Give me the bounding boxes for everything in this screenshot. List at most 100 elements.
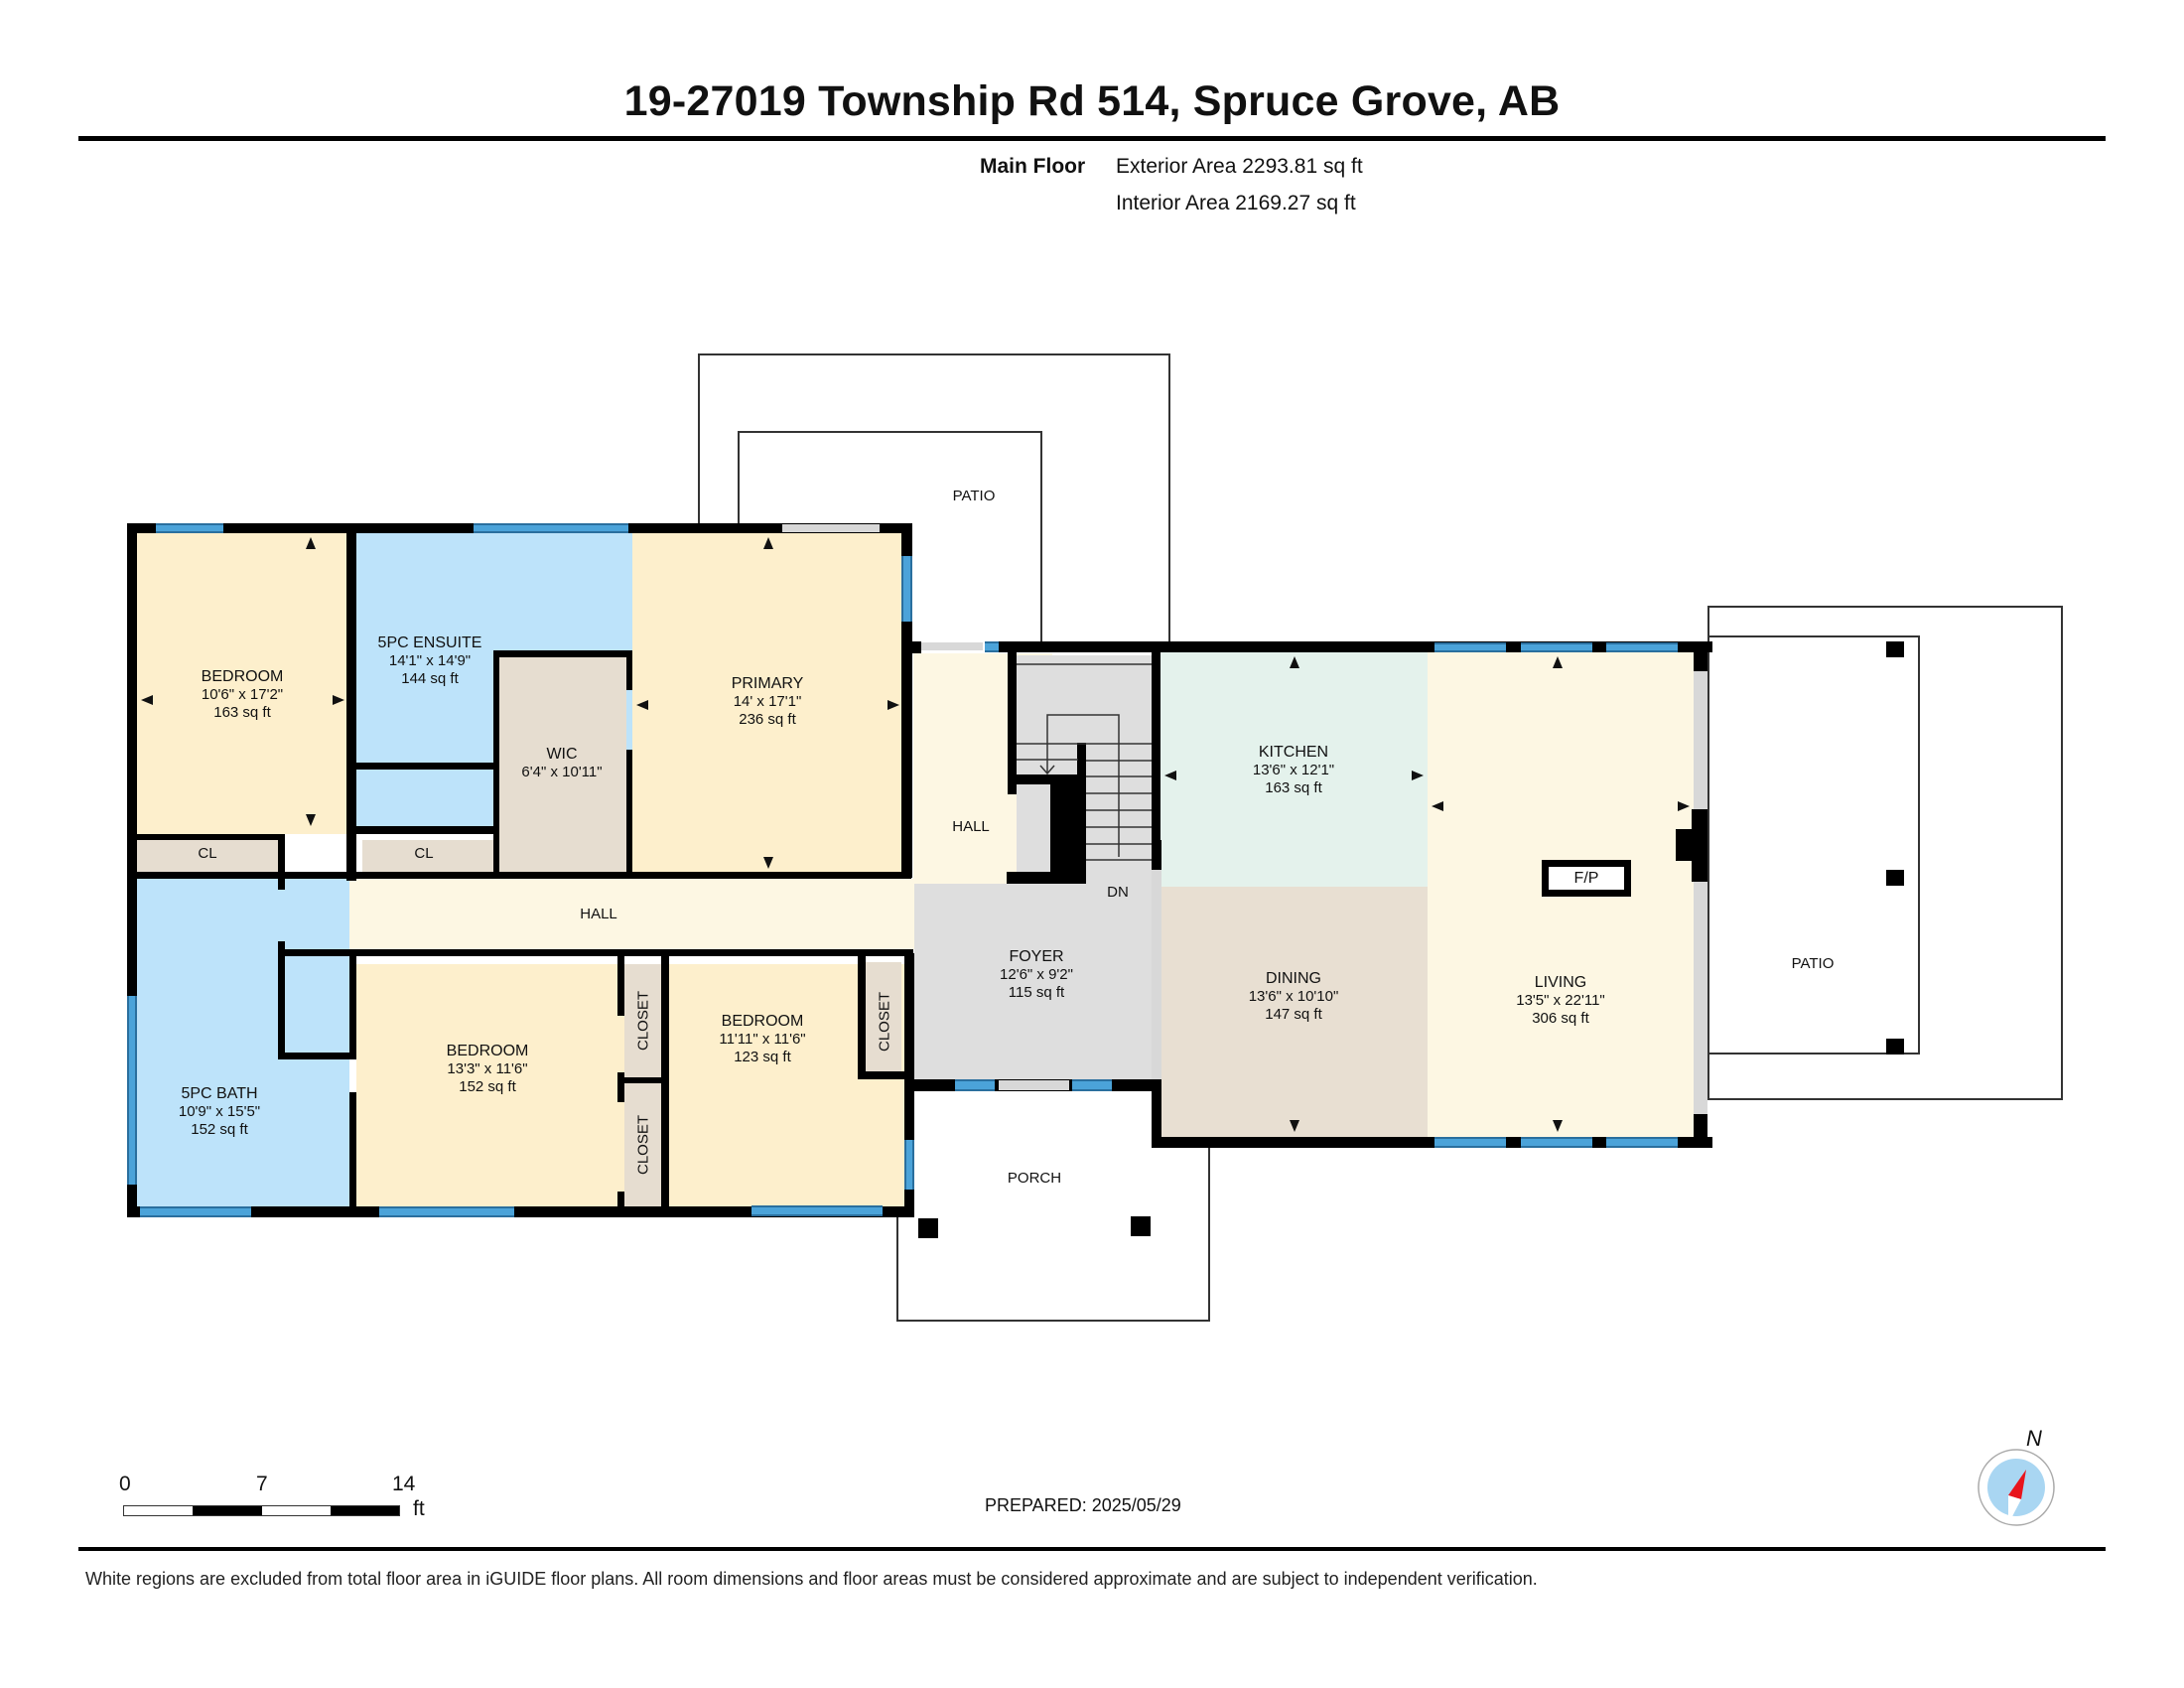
patio-north-label: PATIO	[952, 488, 996, 504]
patio-post	[1886, 1039, 1904, 1055]
label-closet-1: CLOSET	[634, 990, 652, 1052]
label-kitchen: KITCHEN 13'6" x 12'1" 163 sq ft	[1253, 744, 1334, 797]
room-area: 236 sq ft	[739, 711, 796, 728]
label-cl-2: CL	[414, 845, 434, 862]
opening-dining-foyer	[1152, 870, 1161, 1079]
label-closet-2: CLOSET	[634, 1114, 652, 1176]
wall	[1694, 1114, 1707, 1148]
wall	[127, 1206, 914, 1217]
wall	[1676, 829, 1696, 861]
room-area: 115 sq ft	[1008, 984, 1065, 1001]
dimension-arrow-icon	[1553, 656, 1563, 668]
wall	[1152, 1079, 1161, 1148]
wall	[493, 650, 632, 657]
wall	[278, 941, 285, 1055]
sliding-door-east[interactable]	[1694, 882, 1707, 1114]
wall	[858, 956, 866, 1078]
wall	[998, 641, 1712, 652]
room-closet-3	[866, 962, 901, 1071]
room-dims: 13'6" x 10'10"	[1248, 988, 1339, 1005]
room-dims: 13'3" x 11'6"	[447, 1060, 528, 1077]
porch-post	[1131, 1216, 1151, 1236]
scale-bar	[123, 1505, 400, 1516]
room-area: 152 sq ft	[191, 1121, 248, 1138]
wall	[349, 956, 356, 1055]
window	[901, 556, 912, 622]
stairs-drawing	[1017, 663, 1152, 861]
label-bedroom-s1: BEDROOM 13'3" x 11'6" 152 sq ft	[447, 1043, 529, 1096]
window	[1072, 1079, 1112, 1091]
room-closet-2	[624, 1083, 661, 1206]
label-dining: DINING 13'6" x 10'10" 147 sq ft	[1249, 970, 1339, 1024]
label-bath: 5PC BATH 10'9" x 15'5" 152 sq ft	[179, 1085, 260, 1139]
window	[127, 996, 137, 1185]
window	[904, 1140, 914, 1190]
room-kitchen	[1160, 652, 1428, 887]
room-dims: 13'6" x 12'1"	[1252, 762, 1335, 778]
room-dims: 10'9" x 15'5"	[178, 1103, 261, 1120]
room-dims: 13'5" x 22'11"	[1516, 992, 1605, 1009]
label-hall-north: HALL	[952, 818, 990, 835]
fireplace	[1542, 860, 1631, 897]
room-dining	[1160, 887, 1428, 1137]
scale-tick-0: 0	[119, 1473, 131, 1495]
room-bedroom-s1	[356, 964, 624, 1206]
window	[985, 641, 999, 652]
wall	[617, 1192, 624, 1217]
room-dims: 12'6" x 9'2"	[1000, 966, 1073, 983]
wall	[624, 1077, 669, 1083]
dimension-arrow-icon	[306, 814, 316, 826]
room-bath-nook	[285, 956, 349, 1055]
wall	[901, 641, 921, 653]
scale-unit: ft	[413, 1497, 425, 1520]
label-bedroom-nw: BEDROOM 10'6" x 17'2" 163 sq ft	[202, 668, 284, 722]
window	[1434, 642, 1506, 652]
room-area: 163 sq ft	[1265, 779, 1322, 796]
wall	[349, 1092, 356, 1217]
dimension-arrow-icon	[636, 700, 648, 710]
room-name: FOYER	[1009, 948, 1064, 965]
wall	[901, 523, 912, 878]
floor-label: Main Floor	[980, 155, 1086, 178]
sliding-door-north[interactable]	[782, 524, 880, 532]
door-hall-north[interactable]	[921, 642, 983, 650]
wall	[1050, 779, 1086, 884]
room-cl-2	[362, 840, 493, 872]
wall	[858, 1071, 914, 1079]
room-area: 163 sq ft	[213, 704, 271, 721]
room-foyer	[914, 884, 1160, 1079]
window	[379, 1206, 514, 1217]
dimension-arrow-icon	[141, 695, 153, 705]
wall	[346, 523, 356, 881]
dimension-arrow-icon	[1678, 801, 1690, 811]
wall	[356, 763, 499, 770]
label-closet-3: CLOSET	[876, 991, 893, 1053]
window	[474, 523, 628, 533]
label-bedroom-s2: BEDROOM 11'11" x 11'6" 123 sq ft	[719, 1013, 805, 1066]
floor-plan: PATIO PATIO PORCH	[127, 353, 2063, 1322]
patio-north-outer	[698, 353, 1170, 651]
exterior-area: Exterior Area 2293.81 sq ft	[1116, 155, 1363, 178]
room-name: DINING	[1265, 970, 1321, 987]
label-hall-main: HALL	[580, 906, 617, 922]
label-cl-1: CL	[198, 845, 217, 862]
wall	[127, 523, 137, 1217]
room-closet-1	[624, 964, 661, 1077]
dimension-arrow-icon	[333, 695, 344, 705]
dimension-arrow-icon	[306, 537, 316, 549]
sliding-door-east[interactable]	[1694, 671, 1707, 809]
room-dims: 11'11" x 11'6"	[719, 1031, 806, 1048]
window	[1434, 1137, 1506, 1148]
dimension-arrow-icon	[1553, 1120, 1563, 1132]
room-name: BEDROOM	[721, 1013, 804, 1030]
dimension-arrow-icon	[1164, 771, 1176, 780]
fireplace-label: F/P	[1573, 870, 1599, 887]
room-ensuite-lower	[356, 769, 493, 826]
room-area: 152 sq ft	[459, 1078, 516, 1095]
patio-east-inner	[1707, 635, 1920, 1055]
window	[140, 1206, 251, 1217]
front-door[interactable]	[999, 1080, 1069, 1090]
porch-post	[918, 1218, 938, 1238]
footer-divider	[78, 1547, 2106, 1551]
porch-label: PORCH	[1007, 1170, 1062, 1187]
